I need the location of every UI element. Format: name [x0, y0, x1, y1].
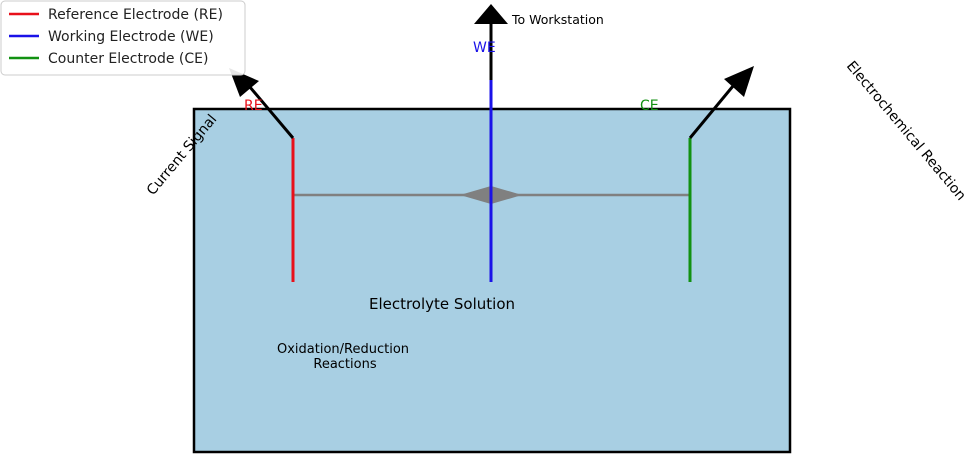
electrochemical-reaction-label: Electrochemical Reaction — [843, 58, 969, 204]
electrolyte-solution-label: Electrolyte Solution — [369, 295, 515, 313]
redox-label-line2: Reactions — [313, 357, 376, 372]
we-label: WE — [473, 40, 496, 56]
reaction-arrow-shaft — [688, 79, 740, 139]
legend-label-we: Working Electrode (WE) — [48, 29, 214, 45]
legend-frame — [0, 0, 246, 76]
ce-label: CE — [640, 98, 659, 114]
legend-label-re: Reference Electrode (RE) — [48, 7, 223, 23]
re-label: RE — [244, 98, 263, 114]
current-signal-arrow-shaft — [242, 79, 295, 139]
redox-label-line1: Oxidation/Reduction — [277, 342, 409, 357]
to-workstation-label: To Workstation — [511, 12, 604, 27]
legend: Reference Electrode (RE) Working Electro… — [0, 0, 246, 76]
legend-label-ce: Counter Electrode (CE) — [48, 51, 208, 67]
workstation-arrowhead — [474, 4, 508, 24]
reaction-arrowhead — [724, 66, 754, 97]
